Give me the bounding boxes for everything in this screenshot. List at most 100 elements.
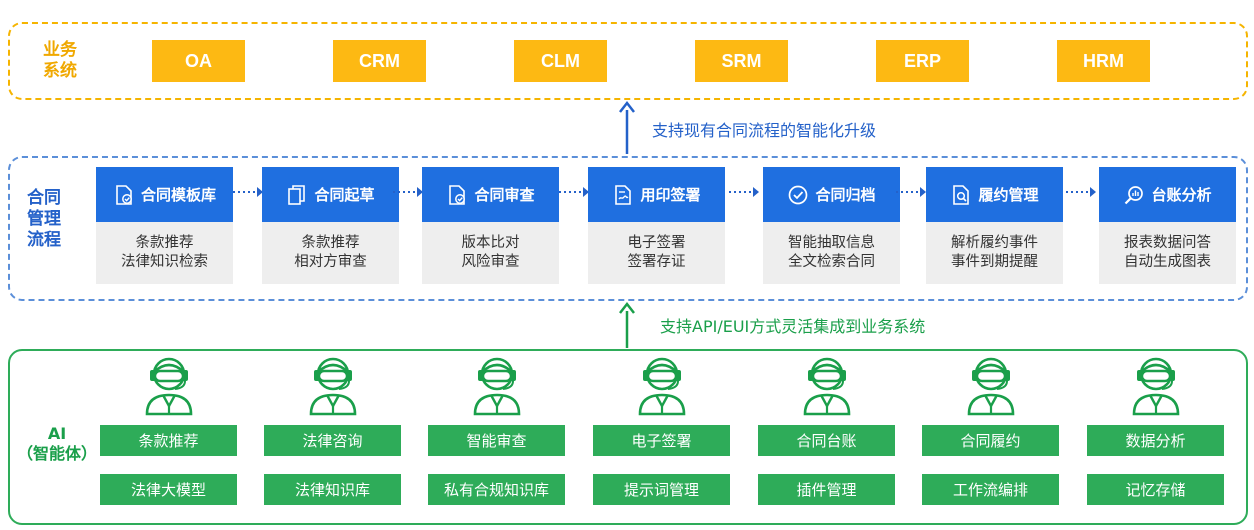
check-circle-icon bbox=[789, 185, 808, 204]
step-feature: 风险审查 bbox=[461, 254, 520, 270]
process-step-review: 合同审查 版本比对 风险审查 bbox=[422, 167, 559, 284]
process-step-drafting: 合同起草 条款推荐 相对方审查 bbox=[262, 167, 399, 284]
step-feature: 版本比对 bbox=[461, 235, 520, 251]
step-title: 用印签署 bbox=[640, 186, 701, 204]
system-clm: CLM bbox=[514, 40, 607, 82]
process-step-template-library: 合同模板库 条款推荐 法律知识检索 bbox=[96, 167, 233, 284]
step-header: 用印签署 bbox=[588, 167, 725, 222]
flow-arrow-icon bbox=[559, 187, 589, 197]
agent-capability: 记忆存储 bbox=[1087, 474, 1224, 505]
document-check-icon bbox=[116, 184, 132, 205]
step-feature: 报表数据问答 bbox=[1124, 235, 1211, 251]
upgrade-arrow bbox=[619, 100, 635, 154]
flow-arrow-icon bbox=[1066, 187, 1096, 197]
step-title: 合同模板库 bbox=[140, 186, 216, 204]
copy-documents-icon bbox=[288, 184, 306, 205]
flow-arrow-icon bbox=[233, 187, 263, 197]
process-step-performance: 履约管理 解析履约事件 事件到期提醒 bbox=[926, 167, 1063, 284]
robot-agent-icon bbox=[469, 354, 525, 416]
ai-agent: 条款推荐 法律大模型 bbox=[100, 354, 237, 505]
robot-agent-icon bbox=[305, 354, 361, 416]
process-step-ledger-analysis: 台账分析 报表数据问答 自动生成图表 bbox=[1099, 167, 1236, 284]
agent-skill: 合同履约 bbox=[922, 425, 1059, 456]
contract-process-title: 合同 管理 流程 bbox=[20, 188, 68, 251]
agent-skill: 智能审查 bbox=[428, 425, 565, 456]
step-header: 合同模板库 bbox=[96, 167, 233, 222]
business-title-line: 业务 bbox=[43, 40, 77, 60]
robot-agent-icon bbox=[634, 354, 690, 416]
magnifier-analytics-icon bbox=[1125, 185, 1144, 204]
step-feature: 解析履约事件 bbox=[951, 235, 1038, 251]
step-feature: 相对方审查 bbox=[294, 254, 367, 270]
robot-agent-icon bbox=[963, 354, 1019, 416]
robot-agent-icon bbox=[799, 354, 855, 416]
step-body: 报表数据问答 自动生成图表 bbox=[1099, 222, 1236, 284]
step-body: 条款推荐 法律知识检索 bbox=[96, 222, 233, 284]
document-sign-icon bbox=[615, 184, 632, 205]
robot-agent-icon bbox=[141, 354, 197, 416]
agent-capability: 私有合规知识库 bbox=[428, 474, 565, 505]
system-erp: ERP bbox=[876, 40, 969, 82]
agent-capability: 提示词管理 bbox=[593, 474, 730, 505]
agent-skill: 合同台账 bbox=[758, 425, 895, 456]
business-title-line: 系统 bbox=[43, 61, 77, 81]
step-feature: 法律知识检索 bbox=[121, 254, 208, 270]
system-crm: CRM bbox=[333, 40, 426, 82]
ai-title-line: AI bbox=[47, 424, 67, 443]
step-feature: 电子签署 bbox=[627, 235, 686, 251]
contract-process-frame bbox=[8, 156, 1248, 301]
agent-capability: 插件管理 bbox=[758, 474, 895, 505]
agent-skill: 条款推荐 bbox=[100, 425, 237, 456]
step-body: 智能抽取信息 全文检索合同 bbox=[763, 222, 900, 284]
ai-agents-title: AI （智能体） bbox=[8, 424, 106, 464]
ai-agent: 数据分析 记忆存储 bbox=[1087, 354, 1224, 505]
process-step-archiving: 合同归档 智能抽取信息 全文检索合同 bbox=[763, 167, 900, 284]
ai-agent: 电子签署 提示词管理 bbox=[593, 354, 730, 505]
step-title: 合同归档 bbox=[815, 186, 876, 204]
agent-skill: 电子签署 bbox=[593, 425, 730, 456]
agent-capability: 法律大模型 bbox=[100, 474, 237, 505]
step-body: 解析履约事件 事件到期提醒 bbox=[926, 222, 1063, 284]
step-title: 合同审查 bbox=[474, 186, 535, 204]
step-feature: 签署存证 bbox=[627, 254, 686, 270]
step-feature: 条款推荐 bbox=[135, 235, 194, 251]
ai-title-line: （智能体） bbox=[16, 444, 97, 463]
flow-arrow-icon bbox=[729, 187, 759, 197]
step-feature: 事件到期提醒 bbox=[951, 254, 1038, 270]
system-oa: OA bbox=[152, 40, 245, 82]
step-body: 版本比对 风险审查 bbox=[422, 222, 559, 284]
step-title: 台账分析 bbox=[1151, 186, 1212, 204]
step-feature: 自动生成图表 bbox=[1124, 254, 1211, 270]
flow-arrow-icon bbox=[393, 187, 423, 197]
process-step-signing: 用印签署 电子签署 签署存证 bbox=[588, 167, 725, 284]
step-title: 合同起草 bbox=[314, 186, 375, 204]
business-systems-frame bbox=[8, 22, 1248, 100]
robot-agent-icon bbox=[1128, 354, 1184, 416]
agent-capability: 法律知识库 bbox=[264, 474, 401, 505]
flow-arrow-icon bbox=[896, 187, 926, 197]
step-feature: 全文检索合同 bbox=[788, 254, 875, 270]
system-hrm: HRM bbox=[1057, 40, 1150, 82]
step-body: 电子签署 签署存证 bbox=[588, 222, 725, 284]
ai-agent: 法律咨询 法律知识库 bbox=[264, 354, 401, 505]
ai-agent: 合同台账 插件管理 bbox=[758, 354, 895, 505]
step-header: 履约管理 bbox=[926, 167, 1063, 222]
agent-skill: 法律咨询 bbox=[264, 425, 401, 456]
upgrade-caption: 支持现有合同流程的智能化升级 bbox=[652, 121, 877, 140]
ai-agent: 合同履约 工作流编排 bbox=[922, 354, 1059, 505]
document-check-icon bbox=[449, 184, 466, 205]
system-srm: SRM bbox=[695, 40, 788, 82]
ai-agents-frame bbox=[8, 349, 1248, 525]
ai-agent: 智能审查 私有合规知识库 bbox=[428, 354, 565, 505]
integration-caption: 支持API/EUI方式灵活集成到业务系统 bbox=[660, 317, 926, 336]
business-systems-title: 业务 系统 bbox=[36, 40, 84, 82]
step-header: 合同审查 bbox=[422, 167, 559, 222]
step-header: 台账分析 bbox=[1099, 167, 1236, 222]
agent-skill: 数据分析 bbox=[1087, 425, 1224, 456]
process-title-line: 管理 bbox=[27, 209, 61, 229]
document-search-icon bbox=[953, 184, 970, 205]
step-header: 合同归档 bbox=[763, 167, 900, 222]
process-title-line: 合同 bbox=[27, 188, 61, 208]
process-title-line: 流程 bbox=[27, 230, 61, 250]
step-title: 履约管理 bbox=[978, 186, 1039, 204]
